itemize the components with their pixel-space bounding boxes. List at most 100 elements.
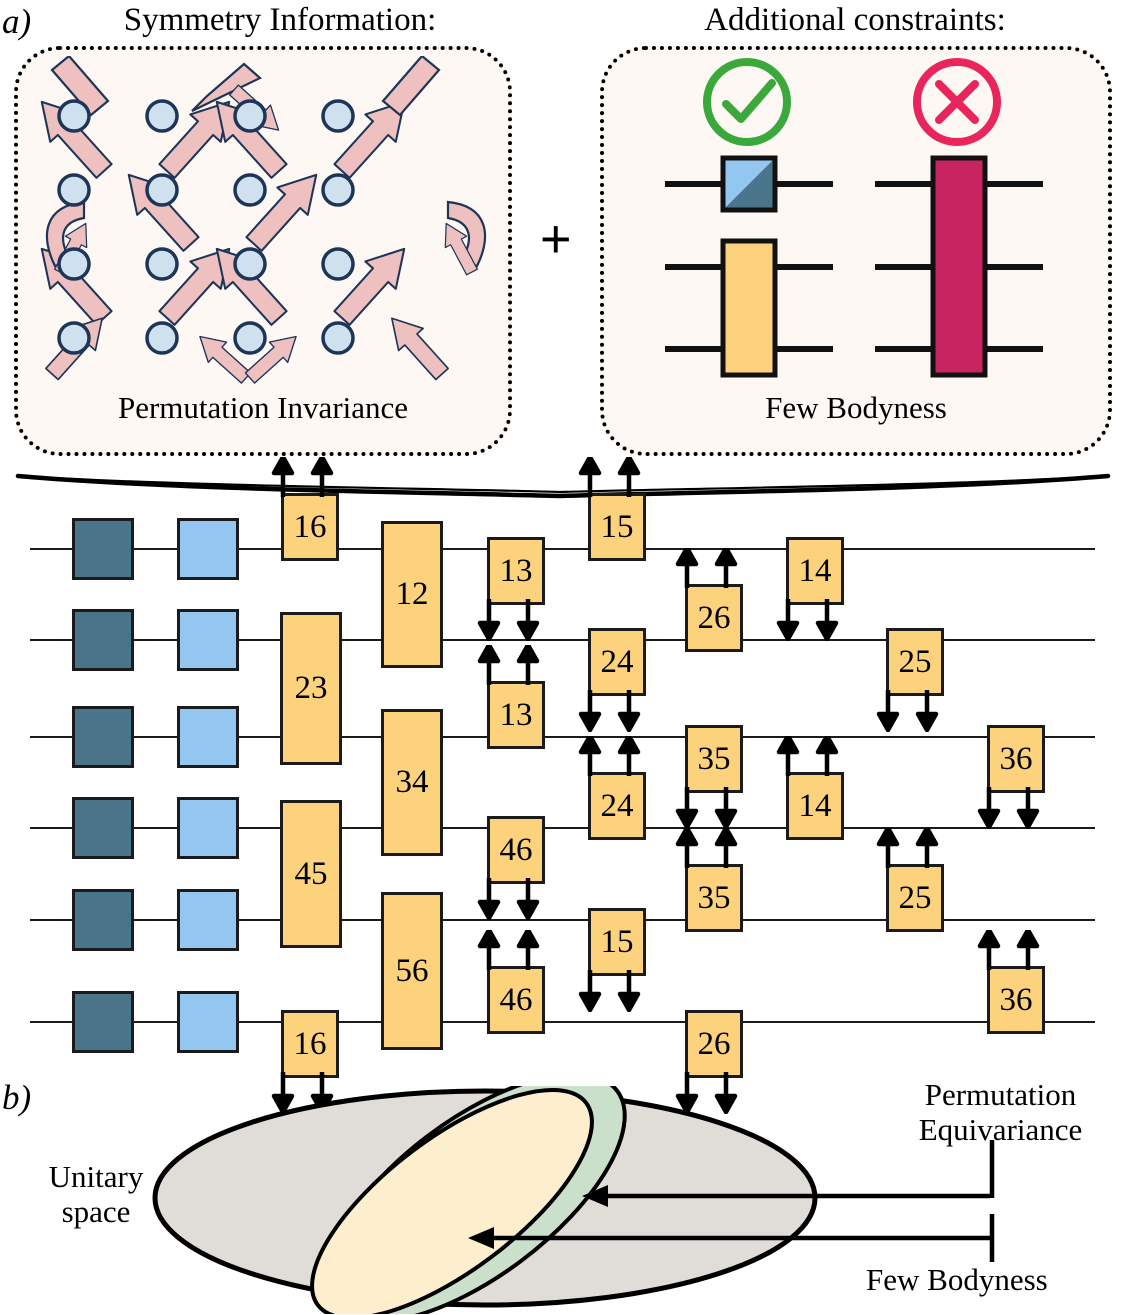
gate-label: 36 bbox=[999, 740, 1033, 777]
gate-label: 16 bbox=[293, 508, 327, 545]
init-gate-dark[interactable] bbox=[72, 797, 134, 859]
wrap-arrow-pair bbox=[675, 787, 738, 829]
init-gate-dark[interactable] bbox=[72, 991, 134, 1053]
wrap-arrow-pair bbox=[876, 828, 939, 868]
wrap-arrow-pair bbox=[675, 548, 738, 588]
permutation-equivariance-label-line1: Permutation bbox=[924, 1077, 1077, 1112]
init-gate-blue[interactable] bbox=[177, 609, 239, 671]
init-gate-dark[interactable] bbox=[72, 609, 134, 671]
wrapped-gate-14[interactable]: 14 bbox=[786, 537, 844, 605]
gate-label: 35 bbox=[697, 879, 731, 916]
circuit-wire bbox=[30, 1021, 1095, 1024]
two-qubit-gate-23[interactable]: 23 bbox=[280, 612, 342, 765]
gate-label: 23 bbox=[294, 670, 328, 706]
quantum-circuit: 23 45 12 34 56 16 16 13 13 46 46 15 24 24 15 26 35 35 26 14… bbox=[0, 457, 1125, 1114]
wrapped-gate-46[interactable]: 46 bbox=[487, 966, 545, 1034]
few-bodyness-region bbox=[310, 1087, 594, 1314]
wrap-arrow-pair bbox=[776, 736, 839, 776]
wrap-arrow-pair bbox=[477, 930, 540, 970]
wrapped-gate-15[interactable]: 15 bbox=[588, 908, 646, 976]
unitary-space-label-line1: Unitary bbox=[48, 1159, 144, 1194]
plus-icon: + bbox=[540, 209, 572, 269]
gate-label: 24 bbox=[600, 787, 634, 824]
forbidden-wires bbox=[875, 181, 1043, 352]
gate-label: 16 bbox=[293, 1025, 327, 1062]
few-bodyness-label: Few Bodyness bbox=[866, 1262, 1048, 1297]
permutation-invariance-box: Permutation Invariance bbox=[14, 46, 512, 456]
init-gate-dark[interactable] bbox=[72, 889, 134, 951]
wrapped-gate-36[interactable]: 36 bbox=[987, 966, 1045, 1034]
wrapped-gate-16[interactable]: 16 bbox=[281, 493, 339, 561]
gate-label: 34 bbox=[395, 764, 429, 800]
symmetry-information-heading: Symmetry Information: bbox=[123, 2, 437, 38]
permutation-node bbox=[57, 99, 91, 133]
gate-label: 56 bbox=[395, 952, 429, 989]
gate-label: 24 bbox=[600, 643, 634, 680]
wrapped-gate-36[interactable]: 36 bbox=[987, 725, 1045, 793]
permutation-invariance-diagram bbox=[25, 56, 487, 386]
permutation-node-grid bbox=[57, 99, 355, 355]
wrap-arrow-pair bbox=[578, 736, 641, 776]
wrapped-gate-15[interactable]: 15 bbox=[588, 493, 646, 561]
permutation-equivariance-label-line2: Equivariance bbox=[918, 1111, 1083, 1147]
init-gate-blue[interactable] bbox=[177, 889, 239, 951]
permutation-node bbox=[233, 247, 267, 281]
init-gate-blue[interactable] bbox=[177, 706, 239, 768]
wrap-arrow-pair bbox=[578, 970, 641, 1012]
permutation-node bbox=[233, 99, 267, 133]
wrapped-gate-25[interactable]: 25 bbox=[886, 864, 944, 932]
few-bodyness-label-leader bbox=[989, 1214, 995, 1262]
init-gate-blue[interactable] bbox=[177, 518, 239, 580]
gate-label: 13 bbox=[499, 552, 533, 589]
wrapped-gate-26[interactable]: 26 bbox=[685, 1010, 743, 1078]
gate-label: 36 bbox=[999, 981, 1033, 1018]
venn-diagram bbox=[152, 1086, 990, 1314]
wrapped-gate-16[interactable]: 16 bbox=[281, 1010, 339, 1078]
permutation-node bbox=[145, 247, 179, 281]
two-qubit-gate-45[interactable]: 45 bbox=[280, 800, 342, 948]
gate-label: 26 bbox=[697, 1025, 731, 1062]
circuit-wire bbox=[30, 827, 1095, 830]
circuit-wire bbox=[30, 548, 1095, 551]
hand-drawn-brace-separator bbox=[15, 473, 1111, 499]
wrap-arrow-pair bbox=[876, 690, 939, 732]
wrapped-gate-35[interactable]: 35 bbox=[685, 725, 743, 793]
gate-label: 45 bbox=[294, 855, 328, 892]
wrap-arrow-pair bbox=[675, 1072, 738, 1114]
init-gate-dark[interactable] bbox=[72, 706, 134, 768]
gate-label: 26 bbox=[697, 599, 731, 636]
gate-label: 25 bbox=[898, 643, 932, 680]
gate-label: 46 bbox=[499, 831, 533, 868]
init-gate-blue[interactable] bbox=[177, 797, 239, 859]
circuit-wire bbox=[30, 919, 1095, 922]
two-qubit-gate-12[interactable]: 12 bbox=[381, 521, 443, 668]
check-circle-icon bbox=[703, 58, 791, 146]
two-qubit-gate-34[interactable]: 34 bbox=[381, 709, 443, 856]
allowed-local-gate bbox=[720, 238, 778, 378]
wrap-arrow-pair bbox=[477, 599, 540, 641]
cross-circle-icon bbox=[913, 58, 1001, 146]
wrapped-gate-26[interactable]: 26 bbox=[685, 584, 743, 652]
gate-label: 46 bbox=[499, 981, 533, 1018]
wrapped-gate-13[interactable]: 13 bbox=[487, 537, 545, 605]
wrap-arrow-pair bbox=[271, 457, 334, 497]
wrapped-gate-35[interactable]: 35 bbox=[685, 864, 743, 932]
wrapped-gate-13[interactable]: 13 bbox=[487, 681, 545, 749]
wrapped-gate-46[interactable]: 46 bbox=[487, 816, 545, 884]
gate-label: 14 bbox=[798, 787, 832, 824]
panel-b-label: b) bbox=[2, 1078, 32, 1117]
few-bodyness-arrow bbox=[468, 1227, 990, 1249]
wrapped-gate-24[interactable]: 24 bbox=[588, 772, 646, 840]
wrapped-gate-24[interactable]: 24 bbox=[588, 628, 646, 696]
wrap-arrow-pair bbox=[977, 787, 1040, 829]
wrap-arrow-pair bbox=[776, 599, 839, 641]
two-qubit-gate-56[interactable]: 56 bbox=[381, 892, 443, 1050]
wrapped-gate-14[interactable]: 14 bbox=[786, 772, 844, 840]
permutation-node bbox=[321, 173, 355, 207]
forbidden-many-body-gate bbox=[930, 155, 988, 378]
init-gate-blue[interactable] bbox=[177, 991, 239, 1053]
wrapped-gate-25[interactable]: 25 bbox=[886, 628, 944, 696]
init-gate-dark[interactable] bbox=[72, 518, 134, 580]
gate-label: 12 bbox=[395, 576, 429, 612]
panel-a-label: a) bbox=[2, 2, 32, 41]
